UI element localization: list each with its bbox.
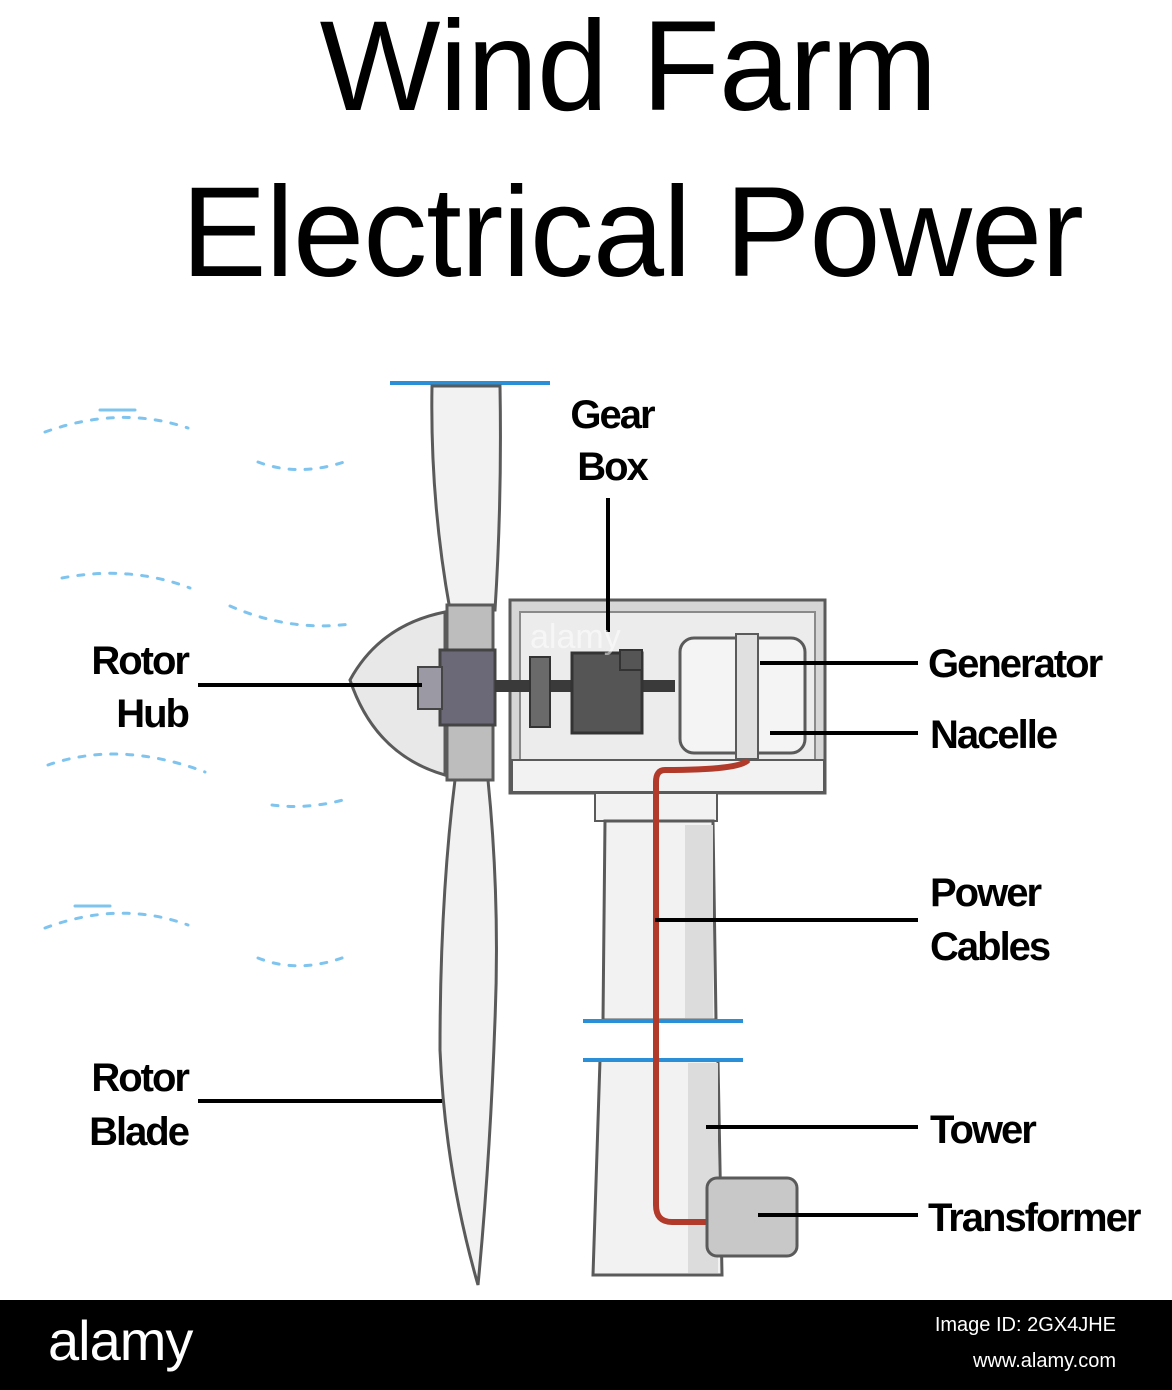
wind-turbine-diagram: Gear Box Rotor Hub Generator Nacelle Pow… <box>43 381 1143 1286</box>
label-generator: Generator <box>928 642 1103 686</box>
label-gear-box-line-2: Box <box>577 445 648 489</box>
spinner-cone <box>348 610 447 777</box>
footer-logo: alamy <box>48 1309 193 1372</box>
title-line-1: Wind Farm <box>319 0 938 138</box>
wind-streak-dashes <box>73 408 137 908</box>
label-rotor-blade-line-2: Blade <box>89 1110 189 1154</box>
shaft-bearing <box>529 656 551 728</box>
hub-cap <box>417 666 443 710</box>
rotor-hub-block <box>438 648 497 727</box>
title-line-2: Electrical Power <box>181 161 1084 304</box>
label-power-cables-line-1: Power <box>930 871 1041 915</box>
power-cable <box>653 757 751 1225</box>
label-tower: Tower <box>930 1108 1036 1152</box>
label-rotor-hub-line-2: Hub <box>116 692 188 736</box>
footer-bar: alamy Image ID: 2GX4JHE www.alamy.com <box>0 1300 1172 1390</box>
label-rotor-blade-line-1: Rotor <box>91 1056 189 1100</box>
label-transformer: Transformer <box>928 1196 1141 1240</box>
gear-box-top <box>619 649 643 671</box>
footer-image-id: Image ID: 2GX4JHE <box>934 1314 1116 1336</box>
watermark-text: alamy <box>530 618 621 656</box>
generator-band <box>735 633 759 760</box>
leader-lines <box>198 498 918 1217</box>
label-nacelle: Nacelle <box>930 713 1057 757</box>
label-gear-box-line-1: Gear <box>570 393 655 437</box>
wind-streaks <box>43 415 352 968</box>
footer-url: www.alamy.com <box>973 1350 1116 1372</box>
label-rotor-hub-line-1: Rotor <box>91 639 189 683</box>
nacelle-base <box>511 759 825 793</box>
rotor-blade-top <box>430 384 502 612</box>
rotor-blade-bottom <box>438 778 498 1286</box>
label-power-cables-line-2: Cables <box>930 925 1050 969</box>
